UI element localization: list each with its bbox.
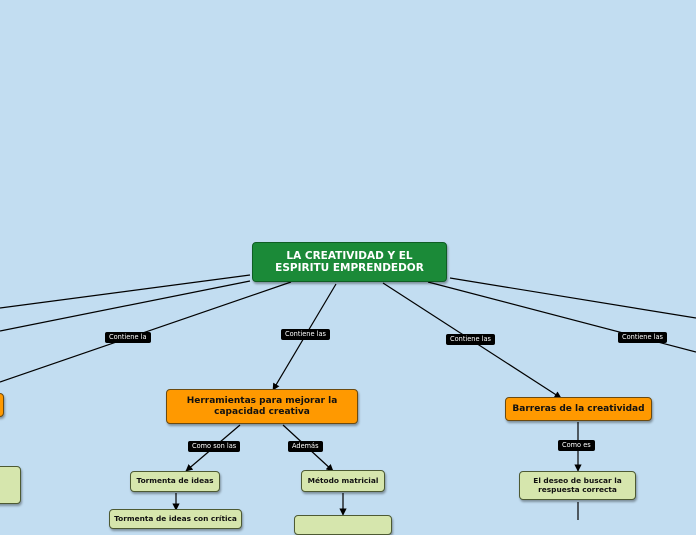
connector-label-ademas: Además	[288, 441, 323, 452]
connector-label-contiene-la: Contiene la	[105, 332, 151, 343]
connector-label-contiene-las: Contiene las	[281, 329, 330, 340]
connector-line	[0, 280, 251, 332]
barreras-node[interactable]: Barreras de la creatividad	[505, 397, 652, 421]
herramientas-text: Herramientas para mejorar la capacidad c…	[186, 396, 338, 417]
connector-label-contiene-las: Contiene las	[618, 332, 667, 343]
offscreen-left-green-node[interactable]	[0, 466, 21, 504]
connector-line	[0, 274, 251, 309]
root-node[interactable]: LA CREATIVIDAD Y EL ESPIRITU EMPRENDEDOR	[252, 242, 447, 282]
herramientas-node[interactable]: Herramientas para mejorar la capacidad c…	[166, 389, 358, 424]
metodo-child-node[interactable]	[294, 515, 392, 535]
root-title: LA CREATIVIDAD Y EL ESPIRITU EMPRENDEDOR	[275, 249, 424, 274]
barreras-text: Barreras de la creatividad	[512, 403, 645, 414]
tormenta-critica-node[interactable]: Tormenta de ideas con crítica	[109, 509, 242, 529]
metodo-text: Método matricial	[307, 475, 379, 485]
deseo-node[interactable]: El deseo de buscar la respuesta correcta	[519, 471, 636, 500]
tormenta-node[interactable]: Tormenta de ideas	[130, 471, 220, 492]
connector-label-como-es: Como es	[558, 440, 595, 451]
deseo-text: El deseo de buscar la respuesta correcta	[533, 475, 622, 494]
metodo-node[interactable]: Método matricial	[301, 470, 385, 492]
tormenta-critica-text: Tormenta de ideas con crítica	[114, 514, 237, 523]
connector-label-como-son-las: Como son las	[188, 441, 241, 452]
connector-label-contiene-las: Contiene las	[446, 334, 495, 345]
tormenta-text: Tormenta de ideas	[136, 476, 214, 486]
offscreen-left-orange-node[interactable]	[0, 393, 4, 417]
connector-line	[449, 277, 696, 319]
